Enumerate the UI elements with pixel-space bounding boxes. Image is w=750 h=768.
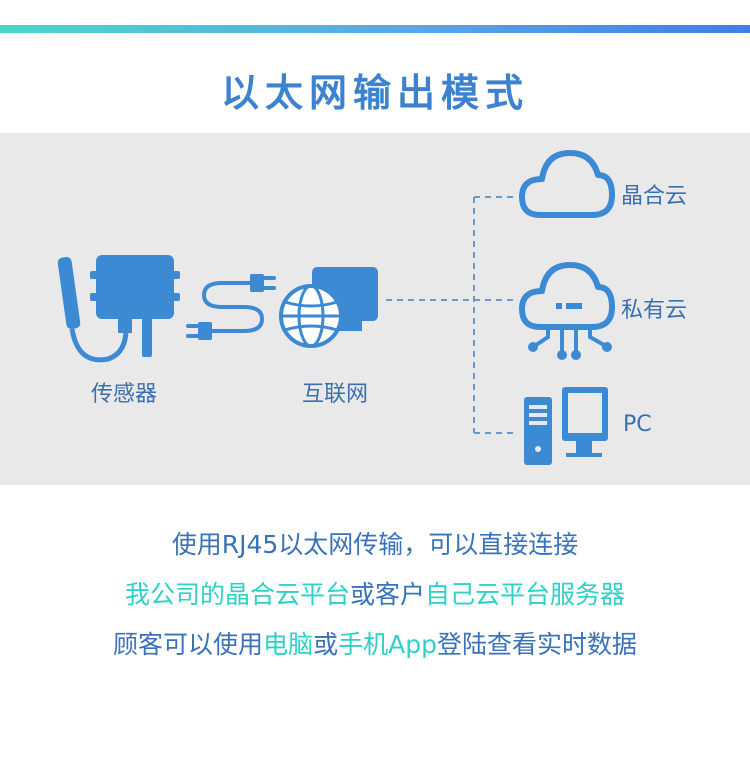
description-line-2: 我公司的晶合云平台或客户自己云平台服务器 (0, 570, 750, 620)
line3-seg-4: 手机App (338, 630, 437, 659)
globe-monitor-icon (279, 267, 378, 348)
line3-seg-1: 顾客可以使用 (113, 630, 264, 659)
line1-seg-1: 使用RJ45以太网传输，可以直接连接 (171, 530, 579, 559)
line3-seg-5: 登陆查看实时数据 (436, 630, 637, 659)
cloud-icon (519, 150, 615, 218)
label-cloud1: 晶合云 (621, 184, 688, 209)
network-diagram (57, 150, 615, 465)
description-line-3: 顾客可以使用电脑或手机App登陆查看实时数据 (0, 620, 750, 670)
label-sensor: 传感器 (91, 382, 158, 407)
description-text: 使用RJ45以太网传输，可以直接连接 我公司的晶合云平台或客户自己云平台服务器 … (0, 520, 750, 670)
dashed-connectors (386, 196, 518, 434)
private-cloud-icon (519, 262, 615, 360)
line2-seg-3: 或客户 (350, 580, 426, 609)
sensor-device-icon (57, 255, 180, 363)
line2-seg-4: 自己云平台服务器 (425, 580, 626, 609)
desktop-pc-icon (524, 387, 608, 465)
top-gradient-bar (0, 25, 750, 33)
line2-seg-2: 晶合云平台 (224, 580, 350, 609)
label-pc: PC (623, 412, 652, 437)
page-title: 以太网输出模式 (220, 71, 529, 115)
line2-seg-1: 我公司的 (124, 580, 225, 609)
line3-seg-3: 或 (313, 630, 339, 659)
label-cloud2: 私有云 (621, 298, 688, 323)
label-internet: 互联网 (302, 382, 369, 407)
cable-connector-icon (186, 274, 276, 340)
line3-seg-2: 电脑 (263, 630, 314, 659)
description-line-1: 使用RJ45以太网传输，可以直接连接 (0, 520, 750, 570)
